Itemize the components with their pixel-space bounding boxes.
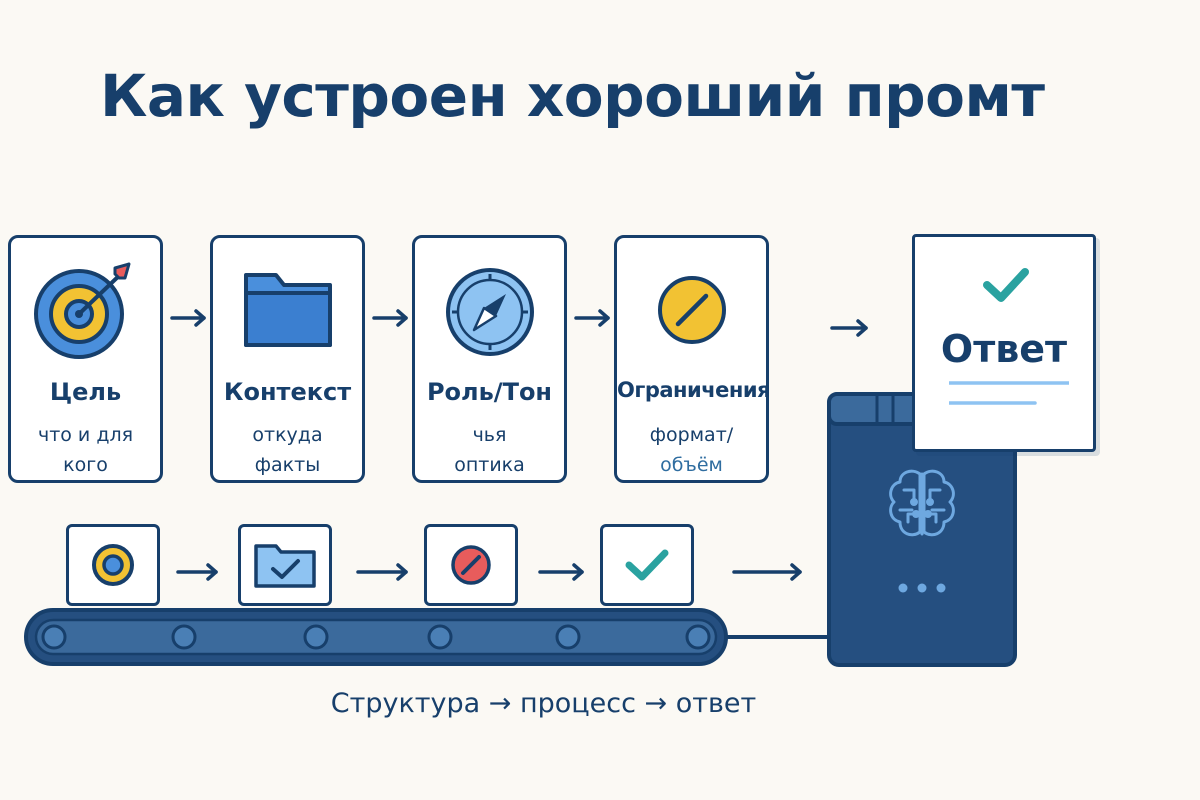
answer-card: Ответ: [912, 234, 1096, 452]
step-sub-constraints-line1: формат/: [650, 424, 733, 446]
conveyor-item-restriction: [424, 524, 518, 606]
target-icon: [11, 260, 160, 360]
arrow-icon: [830, 318, 870, 343]
step-sub-constraints-line2: объём: [660, 454, 723, 476]
step-card-constraints: Ограничения формат/ объём: [614, 235, 769, 483]
checkmark-icon: [622, 545, 672, 585]
checkmark-icon: [981, 265, 1031, 310]
caption: Структура → процесс → ответ: [0, 688, 1087, 719]
folder-icon: [213, 260, 362, 360]
answer-label: Ответ: [915, 327, 1093, 371]
arrow-icon: [372, 308, 410, 333]
arrow-icon: [176, 562, 220, 587]
conveyor-belt: [22, 606, 832, 668]
answer-text-lines: [949, 379, 1069, 414]
arrow-icon: [538, 562, 586, 587]
arrow-icon: [732, 562, 804, 587]
brain-icon: [880, 462, 964, 546]
arrow-icon: [170, 308, 208, 333]
step-sub-constraints: формат/ объём: [625, 420, 758, 480]
target-icon: [88, 540, 138, 590]
folder-check-icon: [252, 540, 318, 590]
restriction-icon: [617, 260, 766, 360]
arrow-icon: [356, 562, 410, 587]
step-label-context: Контекст: [213, 378, 362, 406]
step-label-goal: Цель: [11, 378, 160, 406]
step-label-constraints: Ограничения: [617, 378, 766, 402]
conveyor-item-target: [66, 524, 160, 606]
conveyor-item-check: [600, 524, 694, 606]
step-label-role: Роль/Тон: [415, 378, 564, 406]
page-title: Как устроен хороший промт: [100, 62, 1045, 130]
conveyor-item-folder: [238, 524, 332, 606]
compass-icon: [415, 260, 564, 360]
arrow-icon: [574, 308, 612, 333]
restriction-icon: [446, 540, 496, 590]
